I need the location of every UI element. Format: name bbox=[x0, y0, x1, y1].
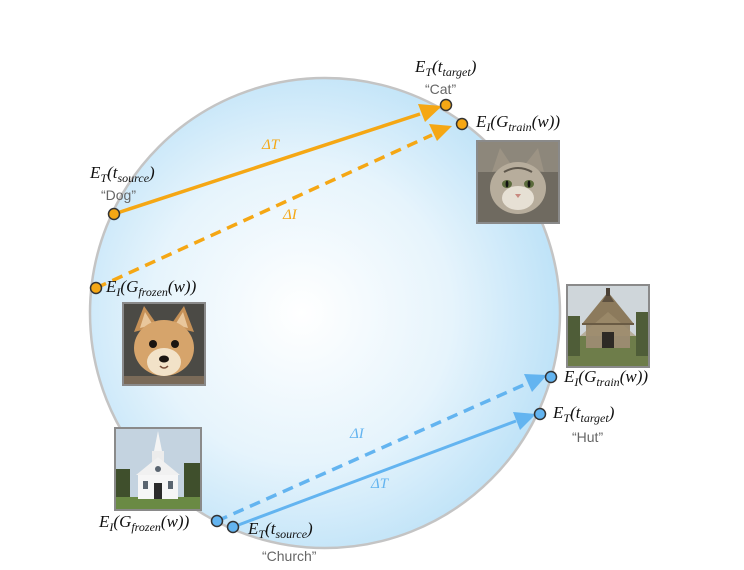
top-frozen-image-embedding-label: EI(Gfrozen(w)) bbox=[106, 277, 197, 299]
church-photo bbox=[114, 427, 202, 511]
point-train-bottom bbox=[544, 370, 558, 384]
bottom-delta-i-label: ΔI bbox=[350, 426, 364, 442]
bottom-delta-t-label: ΔT bbox=[371, 476, 389, 492]
cat-quote-label: “Cat” bbox=[425, 81, 457, 97]
top-source-text-embedding-label: ET(tsource) bbox=[90, 163, 155, 185]
bottom-source-text-embedding-label: ET(tsource) bbox=[248, 519, 313, 541]
top-train-image-embedding-label: EI(Gtrain(w)) bbox=[476, 112, 561, 134]
point-cat-text bbox=[439, 98, 453, 112]
hut-photo bbox=[566, 284, 650, 368]
hut-quote-label: “Hut” bbox=[572, 429, 604, 445]
point-frozen-top bbox=[89, 281, 103, 295]
blue-delta-i-arrowhead bbox=[524, 374, 547, 392]
bottom-target-text-embedding-label: ET(ttarget) bbox=[553, 403, 615, 425]
point-train-top bbox=[455, 117, 469, 131]
point-frozen-bottom bbox=[210, 514, 224, 528]
point-hut-text bbox=[533, 407, 547, 421]
clip-space-sphere bbox=[88, 76, 562, 550]
orange-delta-i-arrowhead bbox=[429, 124, 452, 141]
bottom-frozen-image-embedding-label: EI(Gfrozen(w)) bbox=[99, 512, 190, 534]
dog-photo bbox=[122, 302, 206, 386]
top-target-text-embedding-label: ET(ttarget) bbox=[415, 57, 477, 79]
blue-delta-t-arrowhead bbox=[513, 412, 536, 430]
point-dog-text bbox=[107, 207, 121, 221]
bottom-train-image-embedding-label: EI(Gtrain(w)) bbox=[564, 367, 649, 389]
top-delta-t-label: ΔT bbox=[262, 137, 280, 153]
blue-delta-t-arrow bbox=[232, 419, 517, 529]
top-delta-i-label: ΔI bbox=[283, 207, 297, 223]
point-church-text bbox=[226, 520, 240, 534]
dog-quote-label: “Dog” bbox=[101, 187, 137, 203]
church-quote-label: “Church” bbox=[262, 548, 317, 564]
cat-photo bbox=[476, 140, 560, 224]
orange-delta-i-arrow bbox=[95, 133, 433, 290]
blue-delta-i-arrow bbox=[216, 381, 529, 523]
orange-delta-t-arrowhead bbox=[418, 104, 442, 122]
orange-delta-t-arrow bbox=[113, 112, 421, 216]
